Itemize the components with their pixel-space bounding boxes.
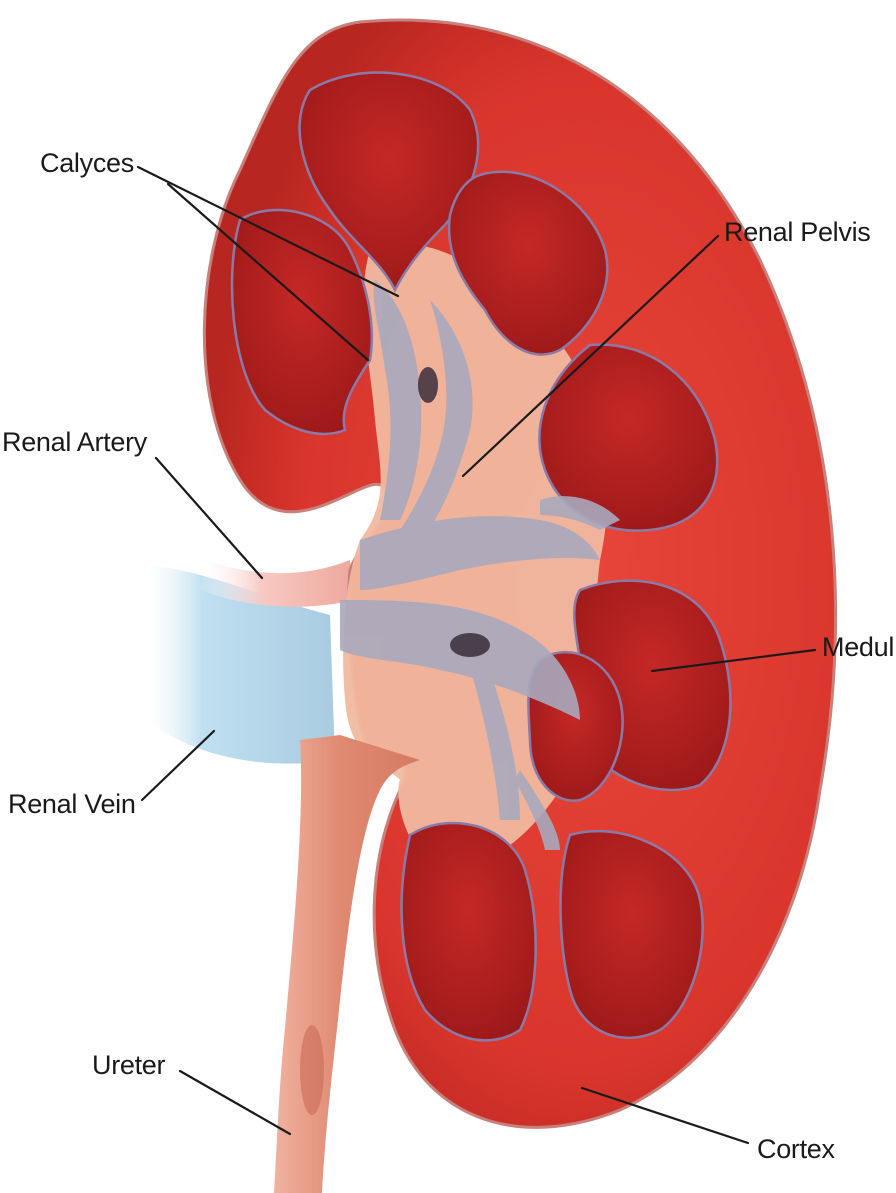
label-medulla: Medul bbox=[822, 632, 894, 662]
label-ureter: Ureter bbox=[92, 1050, 166, 1080]
calyx-spot-upper bbox=[418, 367, 438, 403]
calyx-spot-center bbox=[450, 633, 490, 657]
label-renal-pelvis: Renal Pelvis bbox=[724, 217, 870, 247]
label-calyces: Calyces bbox=[40, 148, 134, 178]
label-cortex: Cortex bbox=[757, 1134, 836, 1164]
label-renal-vein: Renal Vein bbox=[8, 789, 136, 819]
ureter-opening bbox=[300, 1025, 324, 1115]
leader-renal-vein bbox=[142, 731, 214, 800]
leader-ureter bbox=[180, 1071, 290, 1134]
label-renal-artery: Renal Artery bbox=[2, 427, 148, 457]
